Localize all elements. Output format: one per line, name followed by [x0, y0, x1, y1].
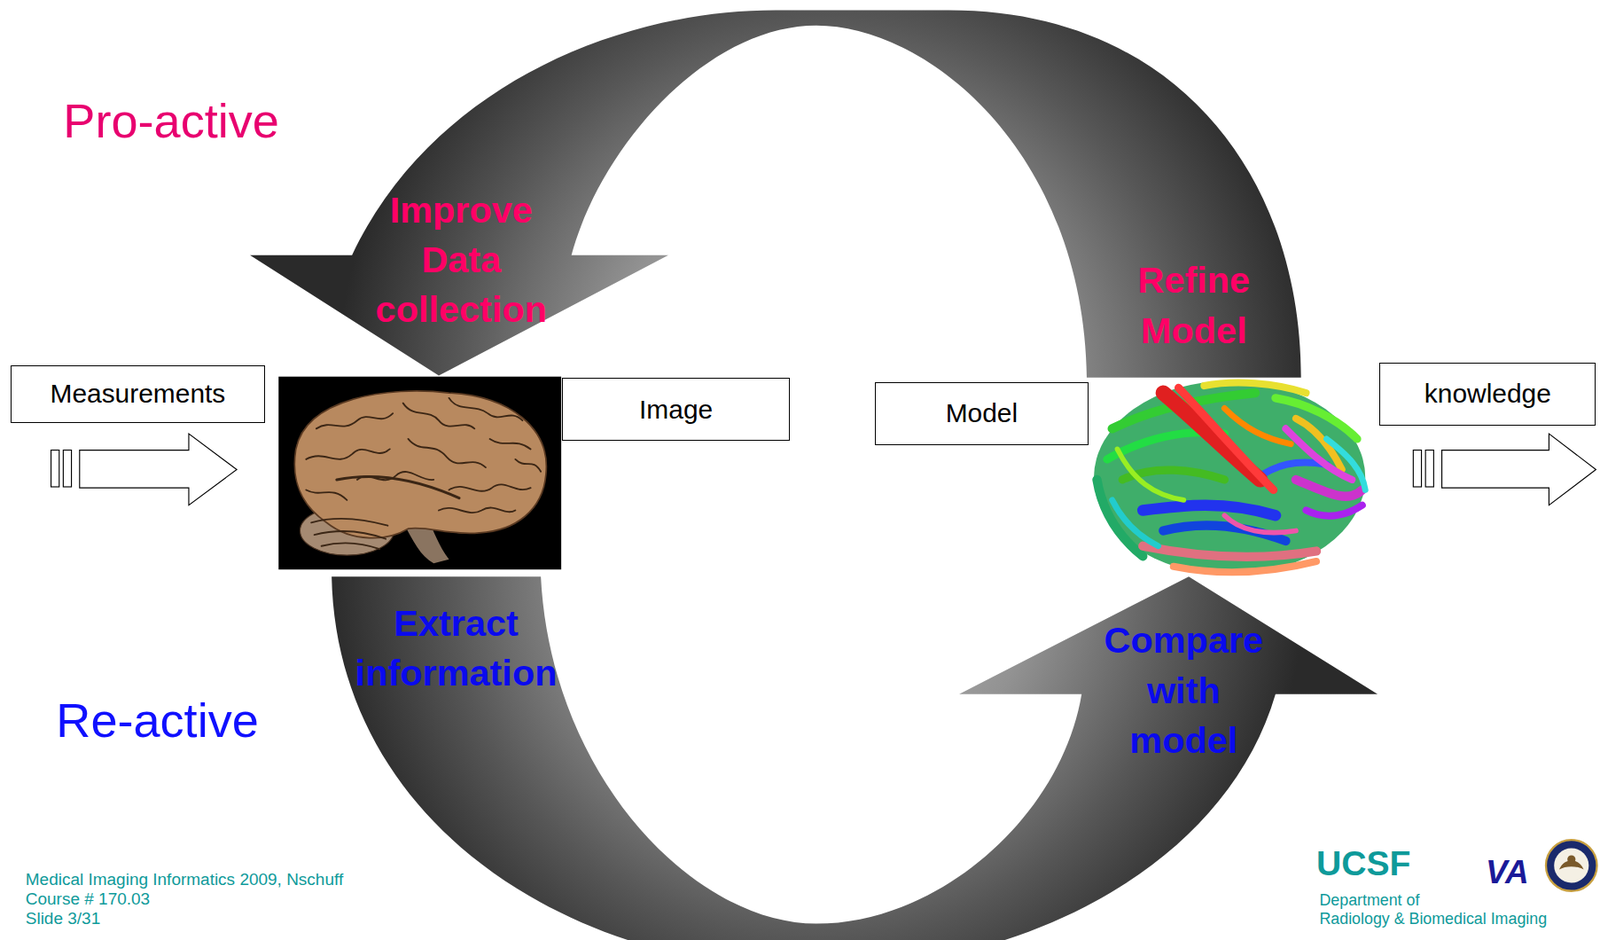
logo-text: Radiology & Biomedical Imaging [1319, 909, 1547, 929]
hollow-arrow [1412, 433, 1596, 506]
box-text: Measurements [49, 378, 226, 409]
text-box: knowledge [1379, 362, 1596, 426]
brain-image [278, 376, 562, 570]
footer-text: Course # 170.03 [25, 889, 150, 909]
footer-text: Medical Imaging Informatics 2009, Nschuf… [25, 869, 344, 890]
logo-text: UCSF [1316, 842, 1412, 882]
box-text: Model [945, 398, 1018, 429]
arrow-label: Extract information [355, 598, 558, 699]
phase-label: Pro-active [62, 93, 280, 149]
arrow-label: Improve Data collection [375, 185, 547, 336]
text-box: Image [561, 377, 790, 441]
curved-arrow [249, 10, 1302, 378]
box-text: Image [639, 394, 713, 425]
arrow-label: Refine Model [1138, 255, 1251, 356]
logo-text: VA [1485, 853, 1529, 891]
seal-logo [1545, 839, 1598, 891]
footer-text: Slide 3/31 [25, 908, 101, 929]
tractography-image [1093, 380, 1366, 575]
box-text: knowledge [1424, 378, 1552, 409]
arrow-label: Compare with model [1104, 616, 1265, 766]
curved-arrow [331, 576, 1378, 940]
text-box: Model [874, 382, 1090, 445]
phase-label: Re-active [55, 691, 258, 747]
text-box: Measurements [10, 365, 266, 422]
hollow-arrow [51, 433, 238, 506]
logo-text: Department of [1319, 890, 1420, 910]
